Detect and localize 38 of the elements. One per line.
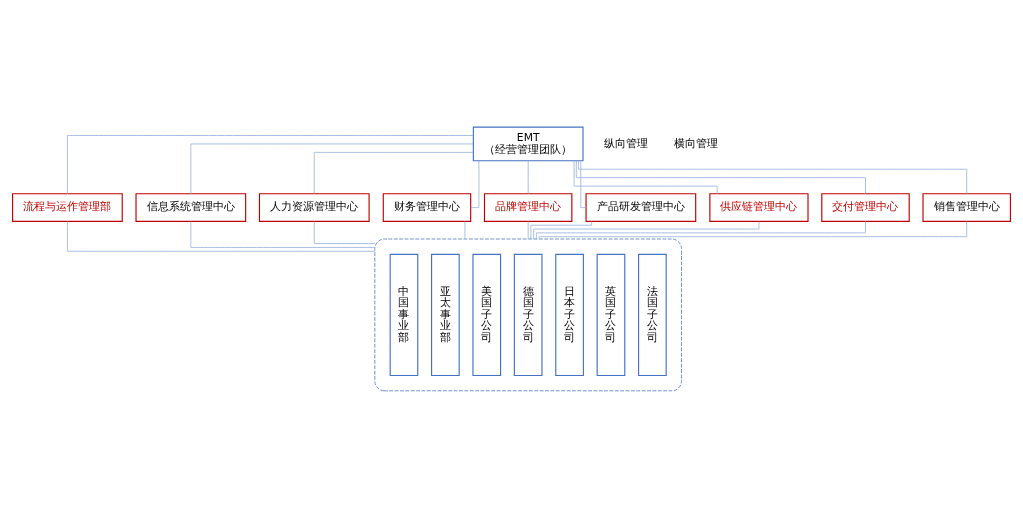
connector [538,220,968,239]
node-box: 交付管理中心 [821,192,910,222]
node-box: 供应链管理中心 [709,192,809,222]
node-box: 法国子公司 [638,253,667,376]
node-box: 产品研发管理中心 [585,192,697,222]
connector [530,220,592,239]
node-box: 销售管理中心 [922,192,1011,222]
node-box: 亚太事业部 [431,253,460,376]
label: 横向管理 [674,136,719,150]
node-box: EMT （经营管理团队） [472,126,584,161]
connector [190,220,376,248]
node-box: 财务管理中心 [382,192,472,222]
connector [470,160,480,208]
connector [67,220,376,252]
connector [575,159,866,194]
connector [313,220,376,244]
connector [527,160,529,194]
node-box: 英国子公司 [596,253,626,376]
node-box: 中国事业部 [389,253,419,376]
connector [527,220,529,239]
node-box: 信息系统管理中心 [135,192,247,222]
label: 纵向管理 [603,136,648,150]
node-box: 德国子公司 [513,253,543,376]
connector [67,134,474,194]
connector [190,143,474,194]
node-box: 品牌管理中心 [483,192,573,222]
connector [578,160,968,194]
connector [573,159,718,194]
connector [533,220,760,239]
node-box: 人力资源管理中心 [258,192,370,222]
node-box: 日本子公司 [555,253,584,376]
node-box: 美国子公司 [472,253,502,376]
connector [536,220,866,239]
connector [580,160,587,208]
connector [464,220,466,239]
connector [313,151,474,194]
cluster [374,238,682,391]
node-box: 流程与运作管理部 [12,192,123,222]
